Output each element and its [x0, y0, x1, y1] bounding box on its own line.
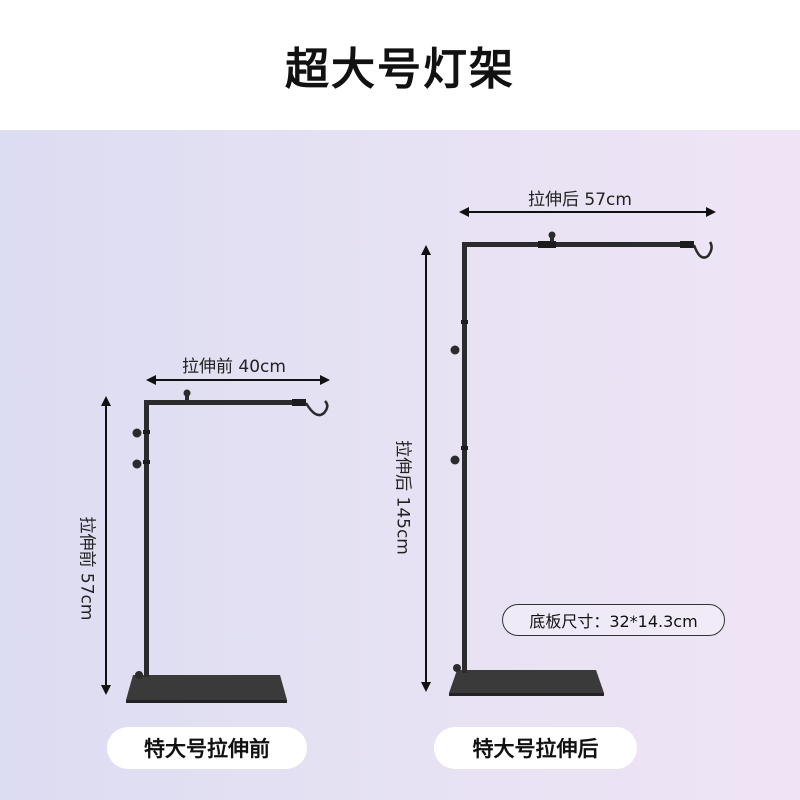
stand-illustration — [101, 207, 716, 703]
right-caption: 特大号拉伸后 — [434, 727, 637, 769]
product-panel: 拉伸前 40cm 拉伸前 57cm 拉伸后 57cm 拉伸后 145cm 底板尺… — [0, 130, 800, 800]
left-height-label: 拉伸前 57cm — [76, 516, 97, 621]
page-title: 超大号灯架 — [285, 44, 515, 95]
left-caption: 特大号拉伸前 — [107, 727, 307, 769]
right-height-label: 拉伸后 145cm — [392, 440, 413, 555]
left-width-label: 拉伸前 40cm — [182, 357, 286, 377]
left-base-plate — [126, 675, 287, 700]
right-pole — [462, 243, 467, 673]
left-hook — [304, 400, 329, 417]
right-hook — [692, 241, 713, 259]
right-stand — [449, 231, 713, 696]
left-arm — [146, 400, 306, 405]
left-pole — [144, 400, 149, 677]
left-stand — [126, 389, 329, 703]
base-spec-badge: 底板尺寸：32*14.3cm — [502, 604, 725, 636]
right-base-plate — [449, 670, 604, 693]
right-arm — [462, 242, 694, 247]
header: 超大号灯架 — [0, 0, 800, 130]
right-width-label: 拉伸后 57cm — [528, 190, 632, 210]
